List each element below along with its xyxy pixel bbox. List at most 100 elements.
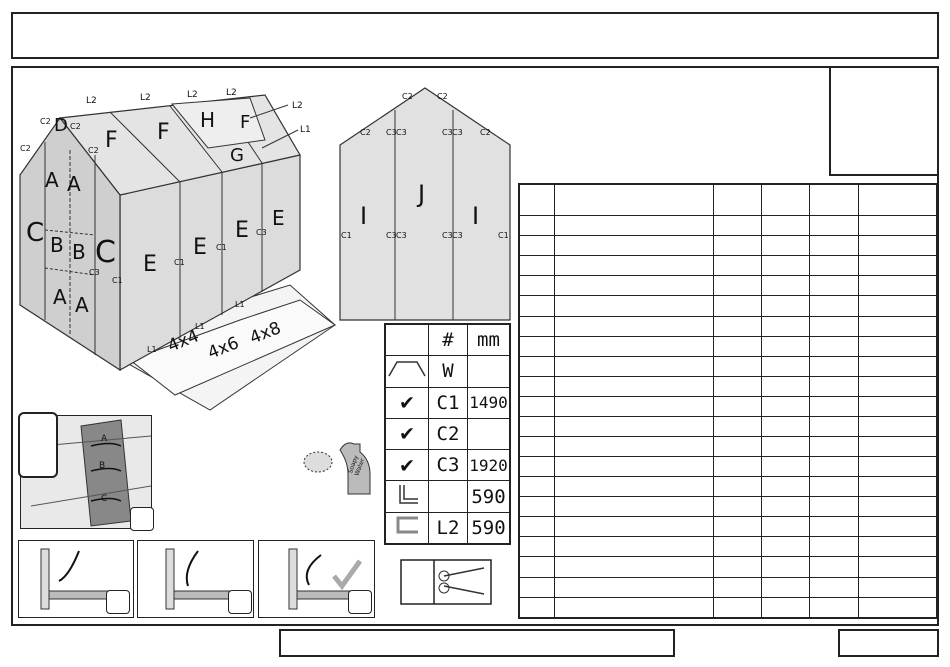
- table-row: [518, 183, 938, 217]
- table-cell: [761, 335, 811, 357]
- panel-label: J: [418, 180, 426, 208]
- table-cell: [553, 596, 714, 619]
- table-cell: [761, 255, 811, 277]
- table-cell: [857, 395, 938, 417]
- panel-label: G: [230, 145, 244, 166]
- channel-label: C3: [396, 128, 407, 137]
- channel-label: L2: [86, 96, 97, 106]
- table-row: [518, 516, 938, 538]
- table-row: [518, 596, 938, 619]
- table-cell: [761, 415, 811, 438]
- table-cell: [809, 275, 859, 297]
- table-cell: [518, 456, 555, 478]
- channel-label: C3: [442, 128, 453, 137]
- table-row: [518, 476, 938, 498]
- table-cell: [712, 456, 763, 478]
- channel-label: L2: [226, 88, 237, 98]
- header-cell: [384, 323, 429, 357]
- table-cell: [553, 456, 714, 478]
- table-cell: [712, 375, 763, 397]
- table-cell: [518, 355, 555, 377]
- table-row: [518, 215, 938, 237]
- table-cell: [518, 395, 555, 417]
- table-cell: [712, 596, 763, 619]
- table-row: [518, 375, 938, 397]
- table-cell: [553, 275, 714, 297]
- table-cell: [761, 235, 811, 257]
- table-cell: [553, 183, 714, 217]
- channel-label: C3: [452, 128, 463, 137]
- table-cell: [857, 415, 938, 438]
- table-cell: [712, 476, 763, 498]
- table-cell: [553, 355, 714, 377]
- panel-label: C: [95, 235, 116, 270]
- table-cell: [518, 536, 555, 558]
- table-cell: [809, 335, 859, 357]
- table-cell: [553, 496, 714, 518]
- table-cell: [809, 395, 859, 417]
- channel-label: C2: [20, 144, 31, 153]
- channel-label: C3: [89, 268, 100, 277]
- parts-row: L2 590: [384, 511, 511, 545]
- table-row: [518, 295, 938, 317]
- channel-label: C3: [386, 231, 397, 240]
- table-cell: [857, 275, 938, 297]
- channel-label: C3: [256, 228, 267, 237]
- table-cell: [518, 556, 555, 578]
- table-cell: [518, 435, 555, 458]
- panel-label: E: [272, 206, 285, 230]
- panel-label: A: [53, 285, 67, 309]
- table-row: [518, 556, 938, 578]
- table-cell: [857, 235, 938, 257]
- table-cell: [712, 435, 763, 458]
- table-cell: [553, 576, 714, 598]
- table-cell: [553, 415, 714, 438]
- channel-label: C2: [480, 128, 491, 137]
- table-cell: [761, 596, 811, 619]
- panel-label: E: [235, 218, 249, 243]
- check-box: [106, 590, 130, 614]
- table-cell: [553, 235, 714, 257]
- table-cell: [857, 536, 938, 558]
- part-code: C2: [428, 417, 468, 451]
- table-row: [518, 395, 938, 417]
- page-number-frame: [838, 629, 939, 657]
- table-cell: [761, 556, 811, 578]
- table-cell: [712, 576, 763, 598]
- table-row: [518, 536, 938, 558]
- table-cell: [761, 516, 811, 538]
- channel-label: C3: [386, 128, 397, 137]
- parts-list-table: [518, 183, 938, 619]
- table-cell: [857, 496, 938, 518]
- table-cell: [857, 215, 938, 237]
- table-cell: [761, 375, 811, 397]
- table-cell: [809, 355, 859, 377]
- channel-label: C2: [402, 92, 413, 101]
- table-cell: [518, 516, 555, 538]
- spray-bottle-icon: [305, 445, 375, 500]
- table-cell: [712, 295, 763, 317]
- table-cell: [712, 215, 763, 237]
- table-cell: [553, 536, 714, 558]
- table-cell: [553, 395, 714, 417]
- table-cell: [712, 335, 763, 357]
- part-code: C3: [428, 449, 468, 482]
- table-row: [518, 335, 938, 357]
- channel-label: C3: [396, 231, 407, 240]
- parts-row: ✔ C1 1490: [384, 386, 511, 419]
- table-cell: [761, 456, 811, 478]
- channel-label: C1: [498, 231, 509, 240]
- table-cell: [761, 576, 811, 598]
- table-cell: [857, 576, 938, 598]
- table-cell: [857, 183, 938, 217]
- table-cell: [553, 435, 714, 458]
- channel-label: C1: [174, 258, 185, 267]
- table-row: [518, 275, 938, 297]
- header-cell: mm: [467, 323, 511, 357]
- check-box: [130, 507, 154, 531]
- channel-label: C1: [341, 231, 352, 240]
- channel-label: L2: [140, 93, 151, 103]
- table-cell: [518, 255, 555, 277]
- table-cell: [857, 556, 938, 578]
- u-profile-icon: [384, 511, 429, 545]
